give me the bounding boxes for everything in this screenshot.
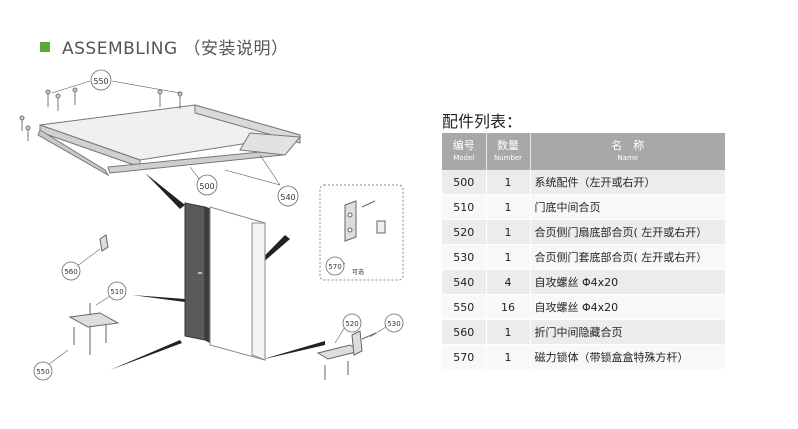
- parts-table: 编号 Model 数量 Number 名 称 Name 500 1 系统配件（左…: [442, 133, 725, 370]
- cell-name: 自攻螺丝 Φ4x20: [530, 269, 725, 295]
- table-row: 510 1 门底中间合页: [442, 194, 725, 220]
- cell-qty: 4: [486, 269, 531, 295]
- cell-model: 570: [442, 344, 487, 370]
- label-520: 520: [345, 320, 358, 328]
- optional-lock-box: [319, 184, 404, 281]
- table-header-row: 编号 Model 数量 Number 名 称 Name: [442, 133, 725, 170]
- cell-name: 折门中间隐藏合页: [530, 319, 725, 345]
- screws-top: [19, 87, 183, 141]
- label-570: 570: [328, 263, 341, 271]
- table-row: 570 1 磁力锁体（带锁盒盒特殊方杆）: [442, 344, 725, 370]
- hinge-560: [61, 234, 109, 281]
- cell-model: 540: [442, 269, 487, 295]
- hinge-510: [33, 281, 127, 381]
- track-assembly: [37, 104, 302, 177]
- table-row: 520 1 合页侧门扇底部合页( 左开或右开）: [442, 219, 725, 245]
- label-510: 510: [110, 288, 123, 296]
- label-570-optional: 可选: [352, 268, 364, 276]
- cell-name: 磁力锁体（带锁盒盒特殊方杆）: [530, 344, 725, 370]
- label-530: 530: [387, 320, 400, 328]
- cell-qty: 1: [486, 170, 531, 195]
- cell-qty: 16: [486, 294, 531, 320]
- cell-qty: 1: [486, 319, 531, 345]
- page-header: ASSEMBLING （安装说明）: [40, 34, 289, 59]
- cell-model: 550: [442, 294, 487, 320]
- cell-name: 门底中间合页: [530, 194, 725, 220]
- table-row: 550 16 自攻螺丝 Φ4x20: [442, 294, 725, 320]
- cell-name: 自攻螺丝 Φ4x20: [530, 294, 725, 320]
- column-header-model: 编号 Model: [442, 133, 487, 170]
- assembly-diagram: 550 500 540 57: [0, 55, 430, 425]
- cell-model: 500: [442, 170, 487, 195]
- assembly-illustration: 550 500 540 57: [19, 69, 404, 381]
- cell-qty: 1: [486, 244, 531, 270]
- cell-model: 560: [442, 319, 487, 345]
- cell-name: 合页侧门套底部合页( 左开或右开）: [530, 244, 725, 270]
- column-header-name: 名 称 Name: [530, 133, 725, 170]
- cell-model: 510: [442, 194, 487, 220]
- cell-model: 520: [442, 219, 487, 245]
- cell-model: 530: [442, 244, 487, 270]
- hinge-520-530: [316, 313, 404, 380]
- label-560: 560: [64, 268, 77, 276]
- label-550-top: 550: [93, 77, 108, 86]
- table-row: 540 4 自攻螺丝 Φ4x20: [442, 269, 725, 295]
- door-illustration: [184, 202, 266, 361]
- table-row: 530 1 合页侧门套底部合页( 左开或右开）: [442, 244, 725, 270]
- page-title: ASSEMBLING （安装说明）: [62, 39, 289, 59]
- parts-list-title: 配件列表：: [442, 112, 523, 131]
- cell-qty: 1: [486, 344, 531, 370]
- cell-name: 系统配件（左开或右开）: [530, 170, 725, 195]
- cell-qty: 1: [486, 219, 531, 245]
- cell-qty: 1: [486, 194, 531, 220]
- table-row: 560 1 折门中间隐藏合页: [442, 319, 725, 345]
- label-540: 540: [280, 193, 295, 202]
- label-500: 500: [199, 182, 214, 191]
- label-550-bottom: 550: [36, 368, 49, 376]
- green-square-icon: [40, 41, 50, 52]
- cell-name: 合页侧门扇底部合页( 左开或右开）: [530, 219, 725, 245]
- table-row: 500 1 系统配件（左开或右开）: [442, 170, 725, 195]
- column-header-number: 数量 Number: [486, 133, 531, 170]
